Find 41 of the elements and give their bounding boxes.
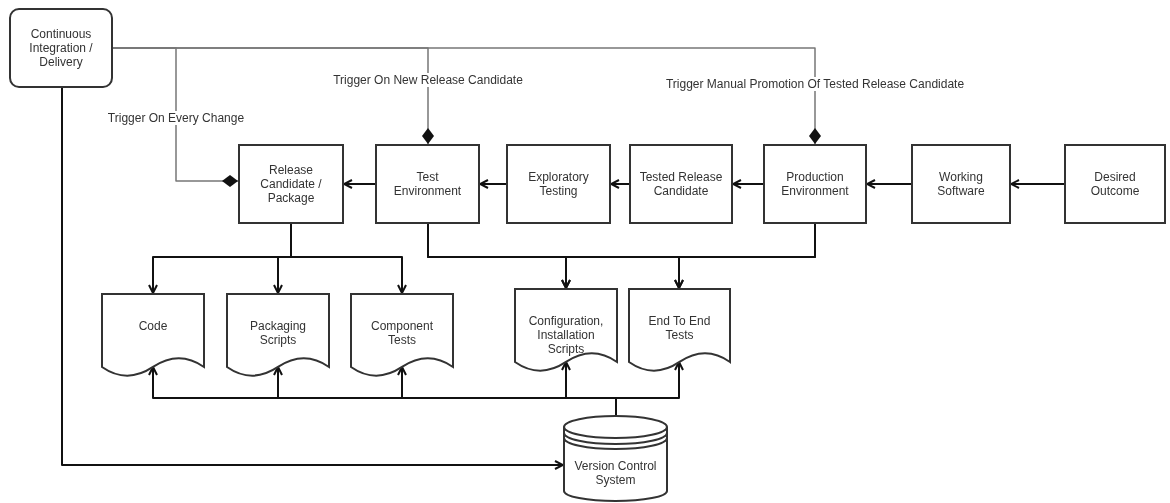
arrow	[866, 179, 912, 189]
node-label: Release Candidate / Package	[259, 163, 323, 205]
edge-label: Trigger Manual Promotion Of Tested Release Candidate	[663, 77, 967, 91]
edge-label: Trigger On Every Change	[105, 111, 247, 125]
arrow	[610, 179, 630, 189]
arrow	[479, 179, 507, 189]
arrow	[290, 223, 407, 294]
process-box	[238, 144, 344, 224]
node-label: Version Control System	[573, 459, 658, 487]
arrow	[61, 87, 564, 470]
node-label: Packaging Scripts	[248, 319, 307, 348]
node-label: Tested Release Candidate	[638, 170, 724, 198]
node-label: Desired Outcome	[1089, 170, 1141, 198]
rounded-process-box	[9, 8, 113, 88]
document-shape	[514, 288, 618, 375]
process-box	[1064, 144, 1166, 224]
process-box	[763, 144, 867, 224]
process-box	[375, 144, 480, 224]
arrow	[343, 179, 376, 189]
edge-label: Trigger On New Release Candidate	[331, 73, 525, 87]
node-label: Configuration, Installation Scripts	[527, 314, 605, 357]
node-label: Test Environment	[392, 170, 463, 198]
node-label: Working Software	[936, 170, 986, 198]
document-shape	[226, 293, 330, 380]
node-label: Component Tests	[369, 319, 434, 348]
database-cylinder	[563, 415, 668, 501]
node-label: Exploratory Testing	[527, 170, 590, 198]
diamond-connector	[112, 47, 821, 145]
arrow	[674, 223, 816, 289]
node-label: Code	[137, 319, 169, 334]
document-shape	[350, 293, 454, 380]
document-shape	[101, 293, 205, 380]
arrow	[732, 179, 764, 189]
node-label: End To End Tests	[647, 314, 712, 343]
document-shape	[628, 288, 731, 375]
process-box	[506, 144, 611, 224]
node-label: Production Environment	[780, 170, 850, 198]
process-box	[629, 144, 733, 224]
node-label: Continuous Integration / Delivery	[28, 27, 94, 69]
process-box	[911, 144, 1011, 224]
arrow	[1010, 179, 1065, 189]
